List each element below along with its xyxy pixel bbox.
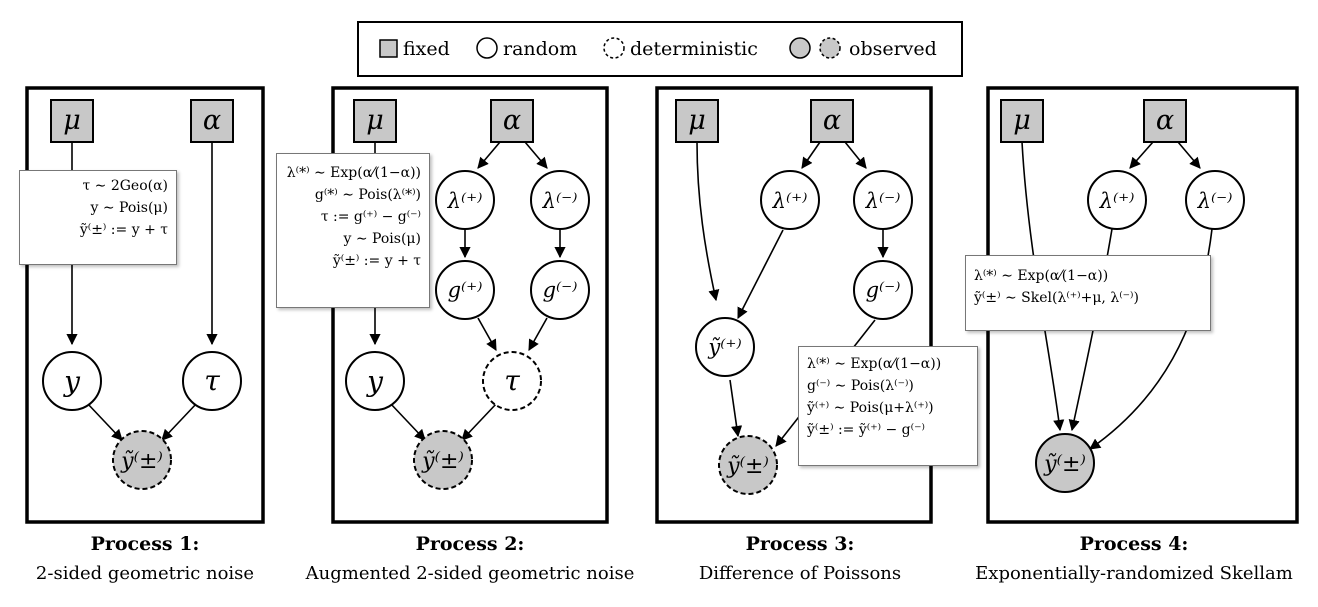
legend-deterministic-label: deterministic <box>630 38 758 60</box>
svg-text:g⁽⁻⁾: g⁽⁻⁾ <box>866 278 901 302</box>
process-subtitle: Difference of Poissons <box>698 563 902 584</box>
mu-node <box>675 99 719 143</box>
lambda-plus-node <box>760 170 820 230</box>
svg-text:ỹ⁽⁺⁾: ỹ⁽⁺⁾ <box>707 335 741 359</box>
process-3-equations: λ⁽*⁾ ∼ Exp(α⁄(1−α)) g⁽⁻⁾ ∼ Pois(λ⁽⁻⁾) ỹ⁽… <box>798 346 978 466</box>
equation-line: g⁽⁻⁾ ∼ Pois(λ⁽⁻⁾) <box>807 378 914 394</box>
legend-random-label: random <box>503 38 577 60</box>
process-title: Process 3: <box>745 533 855 555</box>
svg-text:y: y <box>365 365 384 398</box>
equation-line: λ⁽*⁾ ∼ Exp(α⁄(1−α)) <box>974 268 1109 284</box>
process-1-caption: Process 1: 2-sided geometric noise <box>0 533 290 584</box>
process-subtitle: Exponentially-randomized Skellam <box>975 563 1293 584</box>
svg-text:μ: μ <box>366 105 384 136</box>
y-node <box>42 351 102 411</box>
alpha-node <box>810 99 854 143</box>
alpha-node <box>190 99 234 143</box>
svg-text:λ⁽⁻⁾: λ⁽⁻⁾ <box>865 189 901 213</box>
svg-text:τ: τ <box>204 364 220 397</box>
mu-node <box>353 99 397 143</box>
process-subtitle: Augmented 2-sided geometric noise <box>305 563 635 584</box>
svg-text:α: α <box>203 105 221 136</box>
process-4-equations: λ⁽*⁾ ∼ Exp(α⁄(1−α)) ỹ⁽±⁾ ∼ Skel(λ⁽⁺⁾+μ, … <box>965 255 1211 331</box>
tau-deterministic-node <box>482 351 542 411</box>
process-3-caption: Process 3: Difference of Poissons <box>650 533 950 584</box>
svg-text:g⁽⁻⁾: g⁽⁻⁾ <box>543 278 578 302</box>
equation-line: y ∼ Pois(μ) <box>343 231 421 247</box>
process-2-caption: Process 2: Augmented 2-sided geometric n… <box>290 533 650 584</box>
alpha-node <box>1143 99 1187 143</box>
random-legend-icon <box>476 37 498 59</box>
equation-line: τ := g⁽⁺⁾ − g⁽⁻⁾ <box>320 209 421 225</box>
legend-observed-label: observed <box>849 38 937 60</box>
svg-text:y: y <box>62 365 81 398</box>
tau-node <box>182 351 242 411</box>
legend: fixed random deterministic observed <box>357 21 963 77</box>
g-minus-node <box>530 260 590 320</box>
process-subtitle: 2-sided geometric noise <box>35 563 255 584</box>
process-title: Process 2: <box>415 533 525 555</box>
observed-random-legend-icon <box>789 37 811 59</box>
process-1-panel: μ α y τ ỹ⁽±⁾ <box>25 86 265 524</box>
svg-text:α: α <box>1156 105 1174 136</box>
process-title: Process 1: <box>90 533 200 555</box>
equation-line: g⁽*⁾ ∼ Pois(λ⁽*⁾) <box>314 187 421 203</box>
svg-text:λ⁽⁺⁾: λ⁽⁺⁾ <box>772 189 808 213</box>
y-tilde-plus-node <box>695 317 755 377</box>
g-minus-node <box>853 260 913 320</box>
y-tilde-observed-node <box>112 430 172 490</box>
svg-text:α: α <box>823 105 841 136</box>
equation-line: ỹ⁽⁺⁾ ∼ Pois(μ+λ⁽⁺⁾) <box>807 400 934 416</box>
process-4-caption: Process 4: Exponentially-randomized Skel… <box>950 533 1318 584</box>
svg-text:g⁽⁺⁾: g⁽⁺⁾ <box>448 278 483 302</box>
lambda-plus-node <box>435 170 495 230</box>
lambda-minus-node <box>530 170 590 230</box>
svg-text:τ: τ <box>504 364 520 397</box>
g-plus-node <box>435 260 495 320</box>
deterministic-legend-icon <box>603 37 625 59</box>
svg-text:λ⁽⁻⁾: λ⁽⁻⁾ <box>1197 189 1233 213</box>
svg-text:ỹ⁽±⁾: ỹ⁽±⁾ <box>120 449 163 474</box>
lambda-minus-node <box>853 170 913 230</box>
svg-text:μ: μ <box>1013 105 1031 136</box>
y-node <box>345 351 405 411</box>
svg-text:λ⁽⁺⁾: λ⁽⁺⁾ <box>1099 189 1135 213</box>
process-title: Process 4: <box>1079 533 1189 555</box>
lambda-minus-node <box>1185 170 1245 230</box>
fixed-legend-icon <box>379 39 398 58</box>
equation-line: ỹ⁽±⁾ ∼ Skel(λ⁽⁺⁾+μ, λ⁽⁻⁾) <box>974 290 1139 306</box>
lambda-plus-node <box>1087 170 1147 230</box>
mu-node <box>50 99 94 143</box>
equation-line: λ⁽*⁾ ∼ Exp(α⁄(1−α)) <box>286 165 421 181</box>
alpha-node <box>490 99 534 143</box>
equation-line: y ∼ Pois(μ) <box>90 200 168 216</box>
svg-text:ỹ⁽±⁾: ỹ⁽±⁾ <box>1043 452 1086 477</box>
equation-line: ỹ⁽±⁾ := y + τ <box>332 253 421 269</box>
equation-line: τ ∼ 2Geo(α) <box>82 178 168 194</box>
legend-fixed-label: fixed <box>403 38 450 60</box>
process-1-equations: τ ∼ 2Geo(α) y ∼ Pois(μ) ỹ⁽±⁾ := y + τ <box>19 170 177 265</box>
svg-text:λ⁽⁺⁾: λ⁽⁺⁾ <box>447 189 483 213</box>
equation-line: λ⁽*⁾ ∼ Exp(α⁄(1−α)) <box>807 356 942 372</box>
y-tilde-observed-node <box>413 430 473 490</box>
svg-text:α: α <box>503 105 521 136</box>
equation-line: ỹ⁽±⁾ := y + τ <box>79 222 168 238</box>
svg-text:λ⁽⁻⁾: λ⁽⁻⁾ <box>542 189 578 213</box>
observed-deterministic-legend-icon <box>819 37 841 59</box>
svg-text:μ: μ <box>688 105 706 136</box>
equation-line: ỹ⁽±⁾ := ỹ⁽⁺⁾ − g⁽⁻⁾ <box>807 422 925 438</box>
svg-text:ỹ⁽±⁾: ỹ⁽±⁾ <box>726 454 769 479</box>
process-2-equations: λ⁽*⁾ ∼ Exp(α⁄(1−α)) g⁽*⁾ ∼ Pois(λ⁽*⁾) τ … <box>276 153 430 308</box>
y-tilde-observed-node <box>1035 433 1095 493</box>
svg-text:ỹ⁽±⁾: ỹ⁽±⁾ <box>421 449 464 474</box>
svg-text:μ: μ <box>63 105 81 136</box>
y-tilde-observed-node <box>718 435 778 495</box>
mu-node <box>1000 99 1044 143</box>
